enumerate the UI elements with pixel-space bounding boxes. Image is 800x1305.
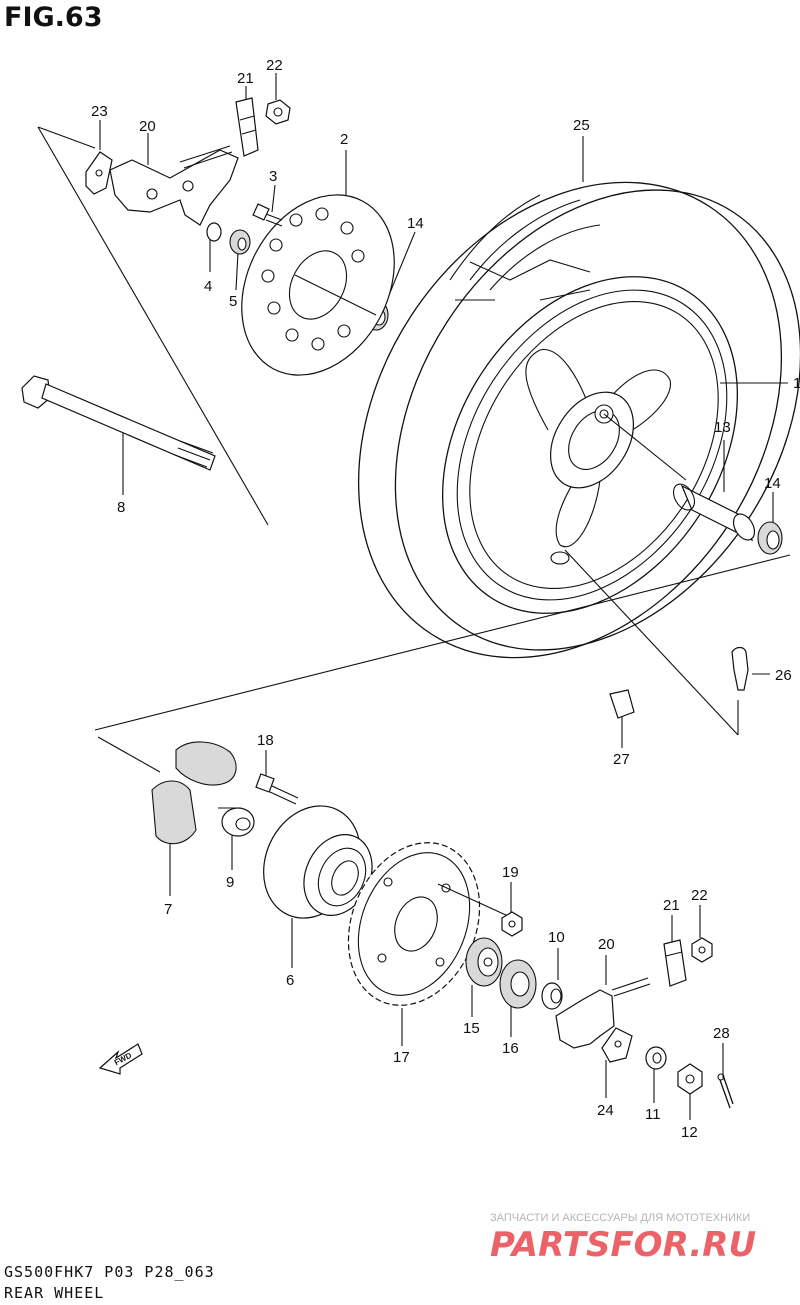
callout-6: 6 xyxy=(286,972,294,989)
brake-disc-2 xyxy=(241,194,395,376)
bearing-15 xyxy=(465,937,503,987)
callout-14-upper: 14 xyxy=(407,215,424,232)
watermark-tagline: ЗАПЧАСТИ И АКСЕССУАРЫ ДЛЯ МОТОТЕХНИКИ xyxy=(490,1212,751,1224)
callout-19: 19 xyxy=(502,864,519,881)
spacer-13 xyxy=(672,483,756,542)
adjuster-plate-24 xyxy=(601,1027,633,1063)
spacer-4 xyxy=(206,222,222,242)
spacer-10 xyxy=(541,982,563,1010)
callout-14-right: 14 xyxy=(764,475,781,492)
nut-12 xyxy=(677,1063,703,1095)
callout-25: 25 xyxy=(573,117,590,134)
chain-adjuster-20-right xyxy=(555,977,651,1049)
washer-5 xyxy=(229,229,251,255)
callout-1: 1 xyxy=(793,375,800,392)
chain-adjuster-21-right xyxy=(663,939,687,987)
callout-28: 28 xyxy=(713,1025,730,1042)
nut-19 xyxy=(501,911,523,937)
bolt-3 xyxy=(252,203,283,227)
projection-lines xyxy=(37,126,791,773)
chain-adjuster-21-left xyxy=(235,97,259,157)
callout-22-lower: 22 xyxy=(691,887,708,904)
watermark-logo: PARTSFOR.RU xyxy=(490,1225,756,1265)
callout-4: 4 xyxy=(204,278,212,295)
callout-13: 13 xyxy=(714,419,731,436)
nut-22-right xyxy=(691,937,713,963)
callout-9: 9 xyxy=(226,874,234,891)
callout-3: 3 xyxy=(269,168,277,185)
oil-seal-16 xyxy=(499,959,537,1009)
model-code: GS500FHK7 P03 P28_063 xyxy=(4,1263,215,1281)
callout-17: 17 xyxy=(393,1049,410,1066)
callout-12: 12 xyxy=(681,1124,698,1141)
figure-label: FIG.63 xyxy=(4,2,103,33)
callout-20-lower: 20 xyxy=(598,936,615,953)
callout-21-upper: 21 xyxy=(237,70,254,87)
chain-adjuster-20-left xyxy=(109,145,239,226)
callout-labels: 1 2 3 4 5 6 7 8 9 10 11 12 13 14 14 15 1… xyxy=(91,57,800,1141)
callout-21-lower: 21 xyxy=(663,897,680,914)
axle-8 xyxy=(21,375,216,471)
cushion-7 xyxy=(151,741,237,845)
callout-5: 5 xyxy=(229,293,237,310)
callout-15: 15 xyxy=(463,1020,480,1037)
callout-22-upper: 22 xyxy=(266,57,283,74)
sprocket-17 xyxy=(347,842,509,1006)
washer-11 xyxy=(645,1046,667,1070)
bolt-18 xyxy=(255,773,299,805)
callout-26: 26 xyxy=(775,667,792,684)
callout-24: 24 xyxy=(597,1102,614,1119)
valve-26 xyxy=(731,646,749,691)
callout-16: 16 xyxy=(502,1040,519,1057)
callout-23: 23 xyxy=(91,103,108,120)
callout-20-upper: 20 xyxy=(139,118,156,135)
oil-seal-14-right xyxy=(757,521,783,555)
fwd-arrow: FWD xyxy=(98,1043,143,1075)
callout-27: 27 xyxy=(613,751,630,768)
callout-11: 11 xyxy=(645,1106,661,1123)
adjuster-plate-23 xyxy=(85,151,113,195)
callout-7: 7 xyxy=(164,901,172,918)
section-title: REAR WHEEL xyxy=(4,1284,105,1302)
bushing-9 xyxy=(218,807,255,837)
callout-10: 10 xyxy=(548,929,565,946)
cotter-pin-28 xyxy=(717,1073,734,1109)
sprocket-drum-6 xyxy=(263,805,373,919)
watermark-logo-text: PARTSFOR.RU xyxy=(490,1225,756,1265)
callout-2: 2 xyxy=(340,131,348,148)
rim xyxy=(441,276,739,614)
nut-22-left xyxy=(265,99,291,125)
balancer-27 xyxy=(609,689,635,719)
callout-8: 8 xyxy=(117,499,125,516)
callout-18: 18 xyxy=(257,732,274,749)
